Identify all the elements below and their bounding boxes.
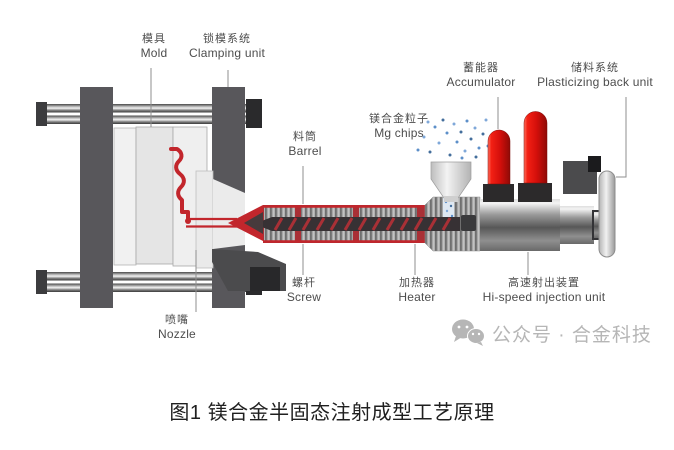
label-mg-chips: 镁合金粒子 Mg chips (369, 112, 429, 142)
wechat-icon (452, 319, 485, 346)
label-clamping-unit-zh: 锁模系统 (202, 33, 251, 45)
label-hi-speed-injection-unit-zh: 高速射出装置 (507, 277, 580, 289)
label-mold-zh: 模具 (142, 33, 166, 45)
label-nozzle-zh: 喷嘴 (164, 314, 189, 326)
figure-caption: 图1 镁合金半固态注射成型工艺原理 (169, 402, 495, 424)
label-plasticizing-back-unit: 储料系统 Plasticizing back unit (537, 61, 653, 91)
label-accumulator-en: Accumulator (446, 75, 516, 90)
label-hi-speed-injection-unit: 高速射出装置 Hi-speed injection unit (483, 276, 606, 306)
mg-chip-dots (416, 118, 490, 160)
label-screw: 螺杆 Screw (287, 276, 321, 306)
label-plasticizing-back-unit-zh: 储料系统 (570, 62, 619, 74)
hopper-group (416, 118, 490, 202)
label-hi-speed-injection-unit-en: Hi-speed injection unit (482, 290, 606, 305)
label-mg-chips-en: Mg chips (374, 126, 424, 141)
label-heater: 加热器 Heater (398, 276, 435, 306)
label-nozzle: 喷嘴 Nozzle (158, 313, 196, 343)
label-clamping-unit-en: Clamping unit (189, 46, 265, 61)
label-accumulator: 蓄能器 Accumulator (447, 61, 516, 91)
injection-unit-group (480, 111, 616, 258)
label-screw-zh: 螺杆 (292, 277, 316, 289)
label-heater-zh: 加热器 (399, 277, 435, 289)
accumulator-bottle-left (487, 129, 511, 185)
chip-chute (443, 197, 454, 222)
label-plasticizing-back-unit-en: Plasticizing back unit (537, 75, 653, 90)
barrel-group (228, 196, 481, 252)
watermark: 公众号 · 合金科技 (450, 317, 652, 349)
accumulator-bottle-right (523, 111, 548, 184)
label-mold: 模具 Mold (141, 32, 168, 62)
label-accumulator-zh: 蓄能器 (463, 62, 499, 74)
label-barrel: 料筒 Barrel (288, 130, 321, 160)
label-clamping-unit: 锁模系统 Clamping unit (189, 32, 265, 62)
watermark-text: 公众号 · 合金科技 (492, 324, 652, 346)
mold-group (113, 126, 286, 291)
label-nozzle-en: Nozzle (158, 327, 196, 342)
label-heater-en: Heater (398, 290, 436, 305)
label-mold-en: Mold (140, 46, 168, 61)
label-mg-chips-zh: 镁合金粒子 (369, 113, 429, 125)
label-barrel-zh: 料筒 (293, 131, 317, 143)
back-unit-wheel (598, 170, 616, 258)
leader-lines (150, 68, 627, 312)
injection-cylinder (480, 199, 560, 251)
label-barrel-en: Barrel (288, 144, 322, 159)
molded-part-red (169, 147, 190, 220)
label-screw-en: Screw (286, 290, 322, 305)
